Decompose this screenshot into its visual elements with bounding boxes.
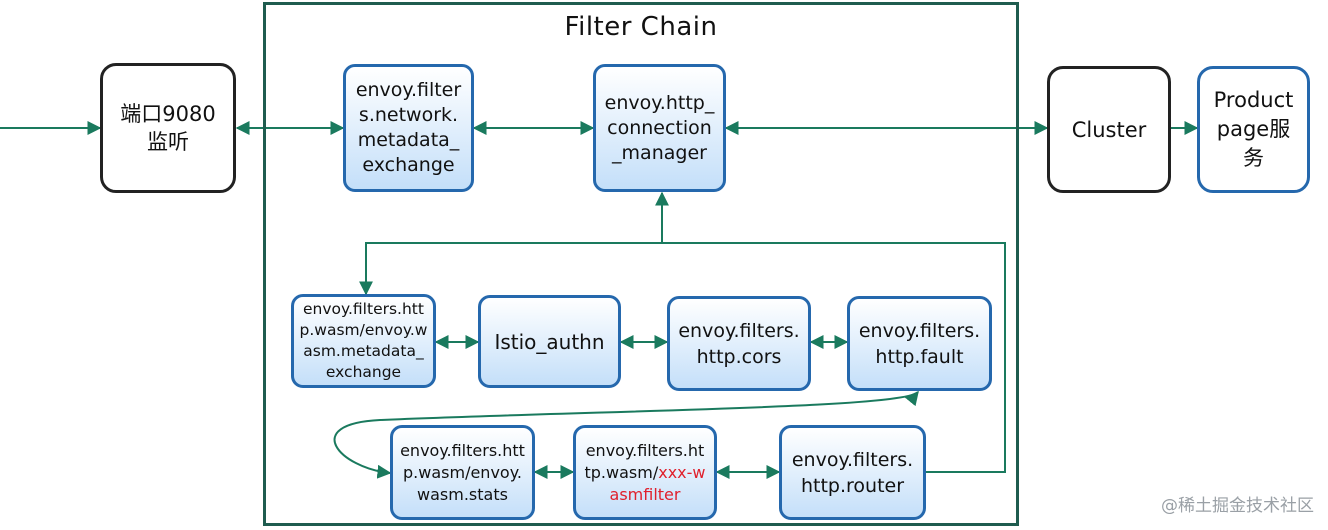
arrow-fault-to-stats (333, 390, 919, 479)
http-cors-node: envoy.filters.http.cors (667, 296, 811, 391)
http-router-node: envoy.filters.http.router (779, 425, 926, 520)
productpage-label: Productpage服务 (1213, 88, 1294, 170)
custom-wasm-filter-label: envoy.filters.http.wasm/xxx-wasmfilter (584, 440, 706, 506)
port-listener-node: 端口9080监听 (100, 63, 236, 193)
custom-wasm-filter-node: envoy.filters.http.wasm/xxx-wasmfilter (573, 425, 717, 520)
http-connection-manager-label: envoy.http_connection_manager (604, 91, 715, 164)
arrow-loop-to-first-filter (359, 242, 662, 296)
port-listener-label: 端口9080监听 (120, 102, 216, 154)
custom-wasm-filter-prefix: envoy.filters.http.wasm/ (584, 440, 705, 482)
wasm-metadata-exchange-node: envoy.filters.http.wasm/envoy.wasm.metad… (291, 294, 436, 388)
http-router-label: envoy.filters.http.router (791, 448, 914, 497)
filter-chain-title: Filter Chain (564, 12, 718, 42)
network-metadata-exchange-node: envoy.filters.network.metadata_exchange (343, 64, 474, 192)
network-metadata-exchange-label: envoy.filters.network.metadata_exchange (355, 79, 462, 176)
productpage-node: Productpage服务 (1197, 66, 1310, 193)
arrow-router-loop (662, 242, 1006, 473)
cluster-node: Cluster (1047, 66, 1171, 193)
http-cors-label: envoy.filters.http.cors (678, 319, 800, 368)
wasm-stats-label: envoy.filters.http.wasm/envoy.wasm.stats (400, 440, 525, 504)
istio-authn-node: Istio_authn (478, 295, 621, 388)
filter-chain-frame (263, 2, 1019, 526)
http-fault-node: envoy.filters.http.fault (847, 296, 992, 391)
cluster-label: Cluster (1071, 117, 1147, 142)
watermark: @稀土掘金技术社区 (1161, 496, 1314, 516)
istio-authn-label: Istio_authn (494, 329, 605, 354)
wasm-stats-node: envoy.filters.http.wasm/envoy.wasm.stats (390, 425, 535, 520)
custom-wasm-filter-highlight: xxx-wasmfilter (609, 462, 706, 504)
http-connection-manager-node: envoy.http_connection_manager (593, 64, 726, 192)
wasm-metadata-exchange-label: envoy.filters.http.wasm/envoy.wasm.metad… (299, 300, 428, 381)
http-fault-label: envoy.filters.http.fault (858, 319, 981, 368)
